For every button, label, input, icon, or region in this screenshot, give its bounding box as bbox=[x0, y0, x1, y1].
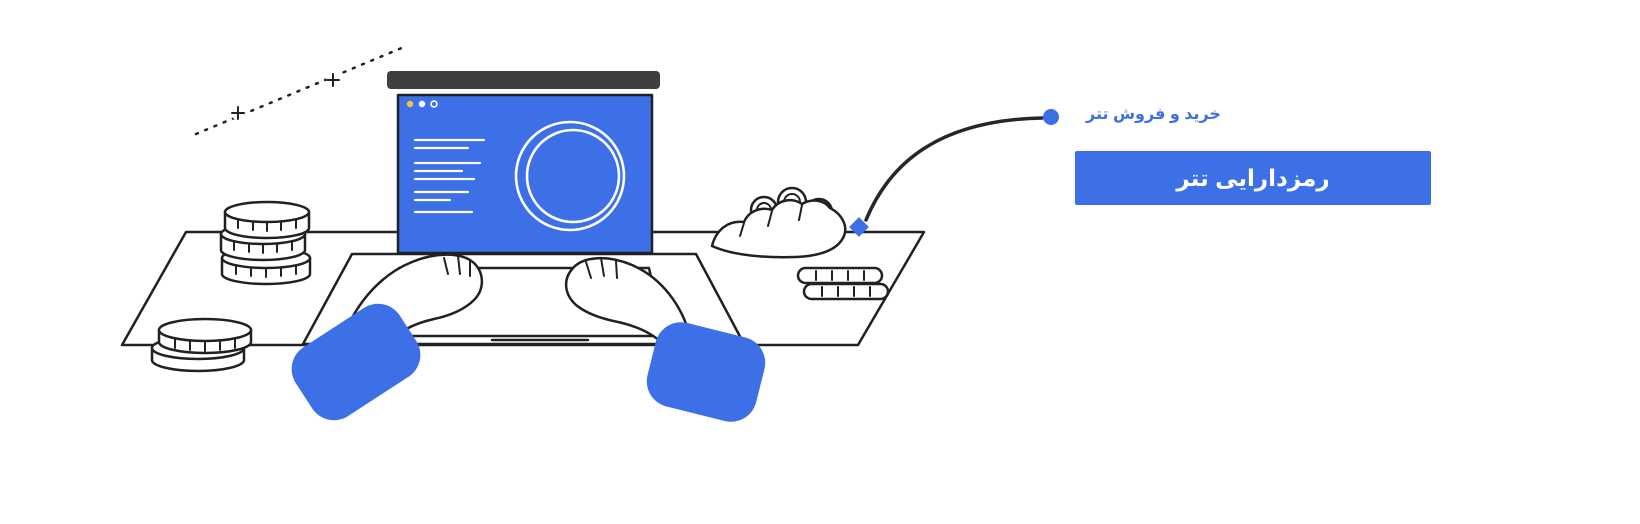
laptop-lid-bar bbox=[387, 71, 660, 89]
screen-text-lines bbox=[413, 138, 486, 214]
title-banner: رمزدارایی تتر bbox=[1075, 151, 1431, 205]
callout-connector bbox=[849, 109, 1059, 237]
sparkle-icon bbox=[326, 73, 340, 87]
typing-hands bbox=[291, 253, 766, 422]
trend-dashed-line bbox=[194, 45, 406, 136]
right-sleeve bbox=[646, 322, 766, 422]
callout-curve bbox=[864, 116, 1044, 222]
callout-dot bbox=[1043, 109, 1059, 125]
laptop-screen bbox=[396, 93, 654, 255]
coin-stacks-left bbox=[150, 200, 312, 373]
title-banner-label: رمزدارایی تتر bbox=[1176, 164, 1330, 191]
coin-on-screen bbox=[514, 120, 626, 232]
callout-small-label: خرید و فروش تتر bbox=[1086, 106, 1221, 123]
open-palm bbox=[710, 198, 847, 259]
hand-holding-coins bbox=[710, 186, 890, 301]
window-control-dots bbox=[406, 100, 438, 108]
left-sleeve bbox=[291, 303, 421, 421]
desk-plane bbox=[120, 230, 926, 347]
right-hand bbox=[564, 256, 692, 352]
sparkle-icon bbox=[231, 106, 245, 120]
